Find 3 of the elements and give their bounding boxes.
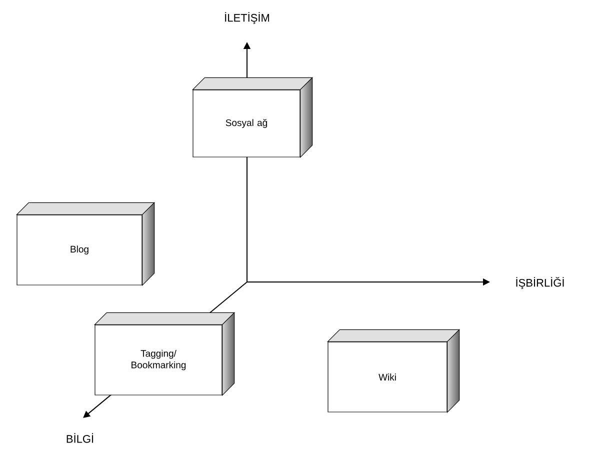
axis-label: İLETİŞİM	[225, 12, 270, 24]
axis-label: İŞBİRLİĞİ	[516, 277, 564, 289]
axis-label: BİLGİ	[66, 433, 94, 443]
